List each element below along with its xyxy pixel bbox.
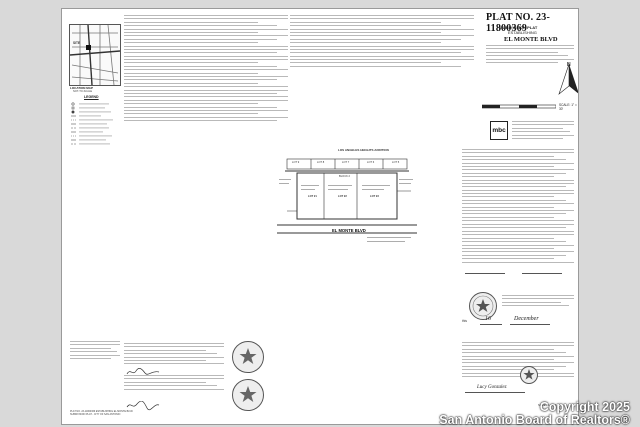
lot-label-top-5: LOT 5 <box>392 161 400 164</box>
street-top-label: LOS ANGELES HEIGHTS ADDITION <box>338 148 389 152</box>
footer-line-2: SUBDIVISION PLAT - CITY OF SAN ANTONIO <box>70 413 121 417</box>
general-notes <box>124 15 288 124</box>
county-clerk-certificate <box>462 342 574 379</box>
scale-bar <box>482 104 556 109</box>
planning-certification <box>462 231 574 265</box>
notary-day: 16 <box>485 316 491 322</box>
lot-label-top-2: LOT 8 <box>317 161 325 164</box>
lot-label-new-1: LOT 21 <box>308 195 317 198</box>
owner-signature-block <box>70 341 120 361</box>
surveyor-logo: mbc <box>490 121 508 140</box>
title-description <box>486 45 574 65</box>
notary-month-line <box>510 324 550 325</box>
north-arrow-icon <box>558 64 578 95</box>
subdivision-name: EL MONTE BLVD <box>504 36 558 43</box>
location-map-roads <box>70 25 120 85</box>
notary-seal-2 <box>232 379 264 411</box>
location-map-title: LOCATION MAP <box>70 86 93 90</box>
star-icon <box>472 295 494 317</box>
location-map-subtitle: NOT-TO-SCALE <box>73 90 93 93</box>
watermark-board: San Antonio Board of Realtors® <box>439 413 630 427</box>
owner-signature <box>126 368 160 375</box>
street-main-label: EL MONTE BLVD <box>332 228 366 233</box>
county-star-icon <box>523 369 535 380</box>
notary-day-line <box>480 324 502 325</box>
block-label: BLOCK 2 <box>339 175 350 178</box>
lot-label-top-4: LOT 6 <box>367 161 375 164</box>
county-seal <box>520 366 538 384</box>
notary-signature <box>126 401 160 411</box>
plat-number: PLAT NO. 23-11800369 <box>486 12 550 34</box>
notary-star-icon-2 <box>239 386 257 402</box>
plat-sheet: SITE LOCATION MAP NOT-TO-SCALE LEGEND <box>61 8 579 425</box>
notary-date-prefix: this <box>462 319 467 323</box>
lot-label-top-3: LOT 7 <box>342 161 350 164</box>
site-label: SITE <box>73 41 81 45</box>
plat-drawing <box>277 158 417 242</box>
sheet-number: SHEET 1 OF 1 <box>538 403 557 407</box>
floodplain-notes <box>290 15 474 69</box>
legend-title: LEGEND <box>84 95 99 99</box>
signature-line-2 <box>522 273 562 274</box>
legend-symbols <box>71 102 113 145</box>
north-label: N <box>567 62 571 68</box>
notary-star-icon <box>239 348 257 364</box>
lot-label-new-2: LOT 22 <box>338 195 347 198</box>
notary-statement-2 <box>124 375 224 392</box>
lot-label-new-3: LOT 23 <box>370 195 379 198</box>
signature-line-1 <box>465 273 505 274</box>
lot-label-top-1: LOT 9 <box>292 161 300 164</box>
watermark-copyright: Copyright 2025 <box>539 400 630 414</box>
engineer-statement <box>502 295 574 309</box>
scale-label: SCALE: 1" = 30' <box>559 103 577 111</box>
surveyor-info <box>512 121 574 141</box>
notary-month: December <box>514 316 539 322</box>
plat-action: ESTABLISHING <box>508 30 537 35</box>
owner-certification <box>462 149 574 230</box>
clerk-signature: Lucy Gonzalez <box>477 385 507 390</box>
notary-seal-1 <box>232 341 264 373</box>
footer-line-1: PLAT NO. 23-11800369 ESTABLISHING EL MON… <box>70 410 133 413</box>
notary-statement-1 <box>124 343 224 367</box>
engineer-seal <box>469 292 497 320</box>
plat-type: SUBDIVISION PLAT <box>500 25 538 30</box>
legend-list <box>70 102 124 155</box>
location-map: SITE <box>69 24 121 86</box>
drawing-footer: PLAT NO. 23-11800369 ESTABLISHING EL MON… <box>70 410 133 417</box>
clerk-signature-line <box>465 392 525 393</box>
